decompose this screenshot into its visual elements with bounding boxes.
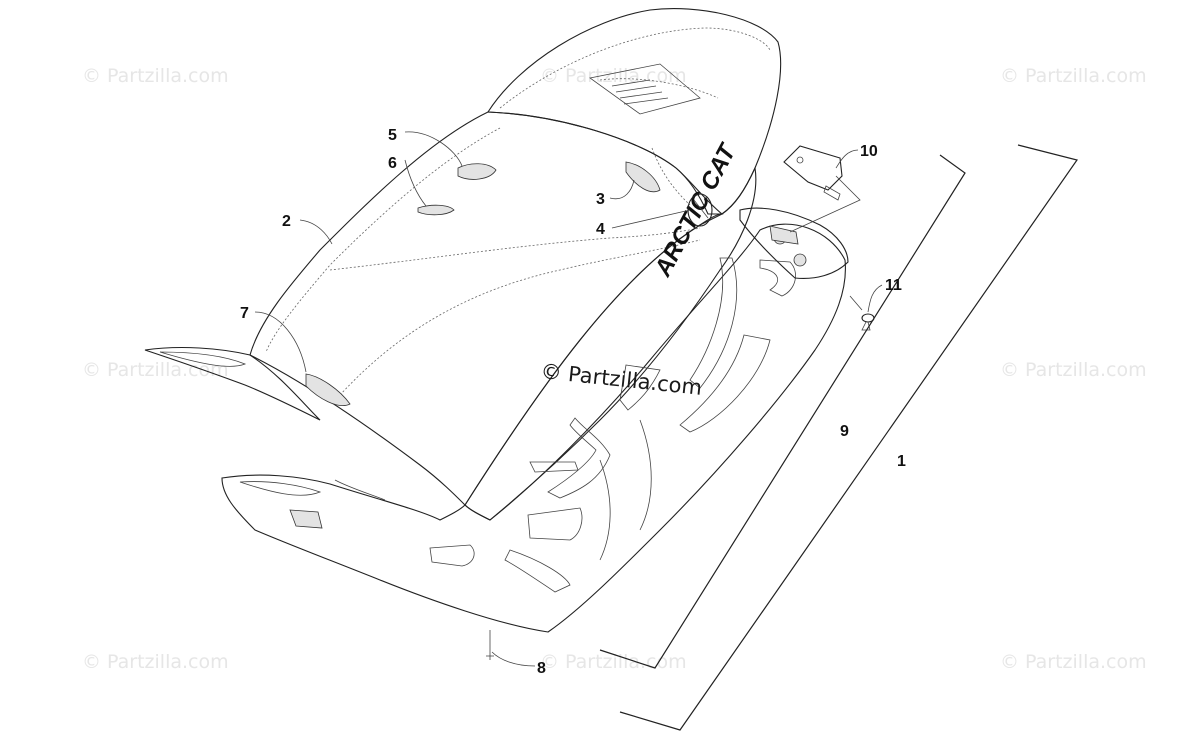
seat-base-tab [289, 509, 323, 529]
seat-base [221, 223, 846, 633]
callouts: 5 6 2 3 4 7 10 11 9 1 8 [240, 127, 906, 677]
seat-rear-seam [499, 27, 771, 109]
part-4-plug-slot [693, 199, 709, 219]
latch-bolt [793, 253, 807, 267]
leader-lines [254, 131, 883, 667]
bracket-1 [619, 144, 1078, 731]
seat-pan-recess [619, 364, 661, 411]
watermark: © Partzilla.com [540, 651, 687, 673]
part-7-pad [305, 373, 351, 406]
seat-pan-recess [679, 334, 771, 433]
part-8-screw [486, 630, 494, 660]
watermark: © Partzilla.com [82, 359, 229, 381]
callout-8: 8 [537, 660, 546, 677]
seat-stitch-line [329, 227, 701, 271]
part-10-bracket [783, 145, 843, 191]
seat-pan-rib [334, 479, 386, 501]
watermark: © Partzilla.com [82, 65, 229, 87]
part-6-pad [417, 204, 455, 216]
seat-stitch-line [339, 239, 701, 396]
seat-assembly: ARCTIC CAT [144, 8, 875, 660]
seat-rear-hump [487, 8, 782, 215]
seat-pan-recess [527, 507, 583, 541]
bracket-tab [823, 185, 841, 201]
assembly-brackets [599, 144, 1078, 731]
seat-rear-seam [599, 78, 719, 99]
watermark: © Partzilla.com [1000, 651, 1147, 673]
bracket-9 [599, 154, 966, 669]
seat-pan-recess [504, 549, 571, 593]
watermark: © Partzilla.com [1000, 65, 1147, 87]
bracket-hole [796, 156, 804, 164]
seat-pan-recess [429, 544, 475, 567]
callout-2: 2 [282, 213, 291, 230]
seat-base-lip [239, 481, 322, 496]
latch-tab [769, 225, 799, 245]
part-3-pad [625, 161, 661, 193]
seat-front-flare [144, 346, 321, 421]
callout-5: 5 [388, 127, 397, 144]
seat-pan-rib [639, 419, 652, 531]
watermark-grid: © Partzilla.com © Partzilla.com © Partzi… [82, 65, 1147, 673]
watermark: © Partzilla.com [540, 65, 687, 87]
callout-4: 4 [596, 221, 605, 238]
seat-rear-panel [589, 63, 701, 115]
seat-side-panel [464, 166, 757, 521]
watermark: © Partzilla.com [1000, 359, 1147, 381]
callout-1: 1 [897, 453, 906, 470]
part-4-plug [687, 193, 713, 227]
seat-pan-recess [759, 259, 796, 297]
callout-11: 11 [885, 277, 902, 294]
watermark: © Partzilla.com [82, 651, 229, 673]
seat-label-plate [611, 79, 669, 105]
seat-stitch-line [265, 127, 501, 353]
callout-6: 6 [388, 155, 397, 172]
callout-9: 9 [840, 423, 849, 440]
callout-3: 3 [596, 191, 605, 208]
seat-front-flare-inner [159, 351, 247, 367]
seat-pan-recess [689, 257, 738, 389]
seat-pan-recess [547, 417, 611, 499]
seat-latch-bracket [739, 207, 849, 279]
callout-7: 7 [240, 305, 249, 322]
seat-pan-recess [529, 461, 579, 473]
part-5-pad [457, 163, 497, 180]
seat-pan-rib [599, 459, 611, 561]
callout-10: 10 [860, 143, 878, 160]
